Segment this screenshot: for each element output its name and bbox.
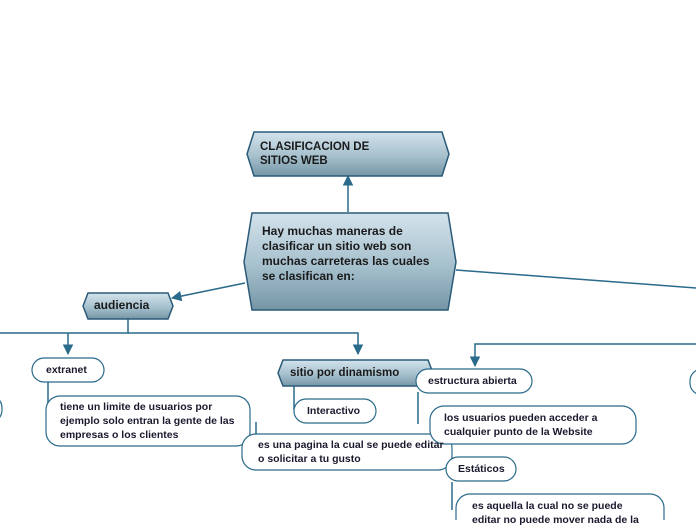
connector-audiencia-bus2 — [128, 332, 364, 356]
estaticos-desc-node[interactable]: es aquella la cual no se puede editar no… — [472, 500, 639, 526]
dinamismo-node[interactable]: sitio por dinamismo — [290, 367, 400, 379]
connector-central-right — [455, 269, 696, 289]
estaticos-node[interactable]: Estáticos — [458, 463, 505, 475]
connector-central-audiencia — [170, 282, 246, 302]
connector-audiencia-bus — [0, 319, 129, 334]
estaticos-node-shape[interactable] — [445, 456, 517, 482]
audiencia-node-shape[interactable] — [82, 292, 174, 320]
title-node[interactable]: CLASIFICACION DE SITIOS WEB — [260, 141, 370, 167]
central-node[interactable]: Hay muchas maneras de clasificar un siti… — [262, 224, 430, 283]
interactivo-desc-node-shape[interactable] — [241, 433, 453, 471]
extranet-node[interactable]: extranet — [46, 364, 87, 376]
estructura-desc-node[interactable]: los usuarios pueden acceder a cualquier … — [444, 412, 598, 438]
left-edge-node-shape[interactable] — [0, 396, 3, 422]
interactivo-desc-node[interactable]: es una pagina la cual se puede editar o … — [258, 439, 444, 465]
estructura-node-shape[interactable] — [415, 368, 533, 394]
extranet-node-shape[interactable] — [31, 357, 105, 383]
interactivo-node-shape[interactable] — [293, 398, 377, 424]
extranet-desc-node[interactable]: tiene un limite de usuarios por ejemplo … — [60, 401, 235, 441]
audiencia-node[interactable]: audiencia — [94, 298, 150, 312]
estructura-desc-node-shape[interactable] — [429, 405, 637, 445]
connector-right-bus — [469, 343, 696, 368]
right-edge-node-shape[interactable] — [689, 369, 696, 395]
central-node-shape[interactable] — [243, 212, 457, 311]
extranet-desc-node-shape[interactable] — [45, 395, 251, 447]
estructura-node[interactable]: estructura abierta — [428, 375, 517, 387]
estaticos-desc-node-shape[interactable] — [455, 493, 665, 520]
title-node-shape[interactable] — [246, 131, 450, 177]
interactivo-node[interactable]: Interactivo — [307, 405, 361, 417]
